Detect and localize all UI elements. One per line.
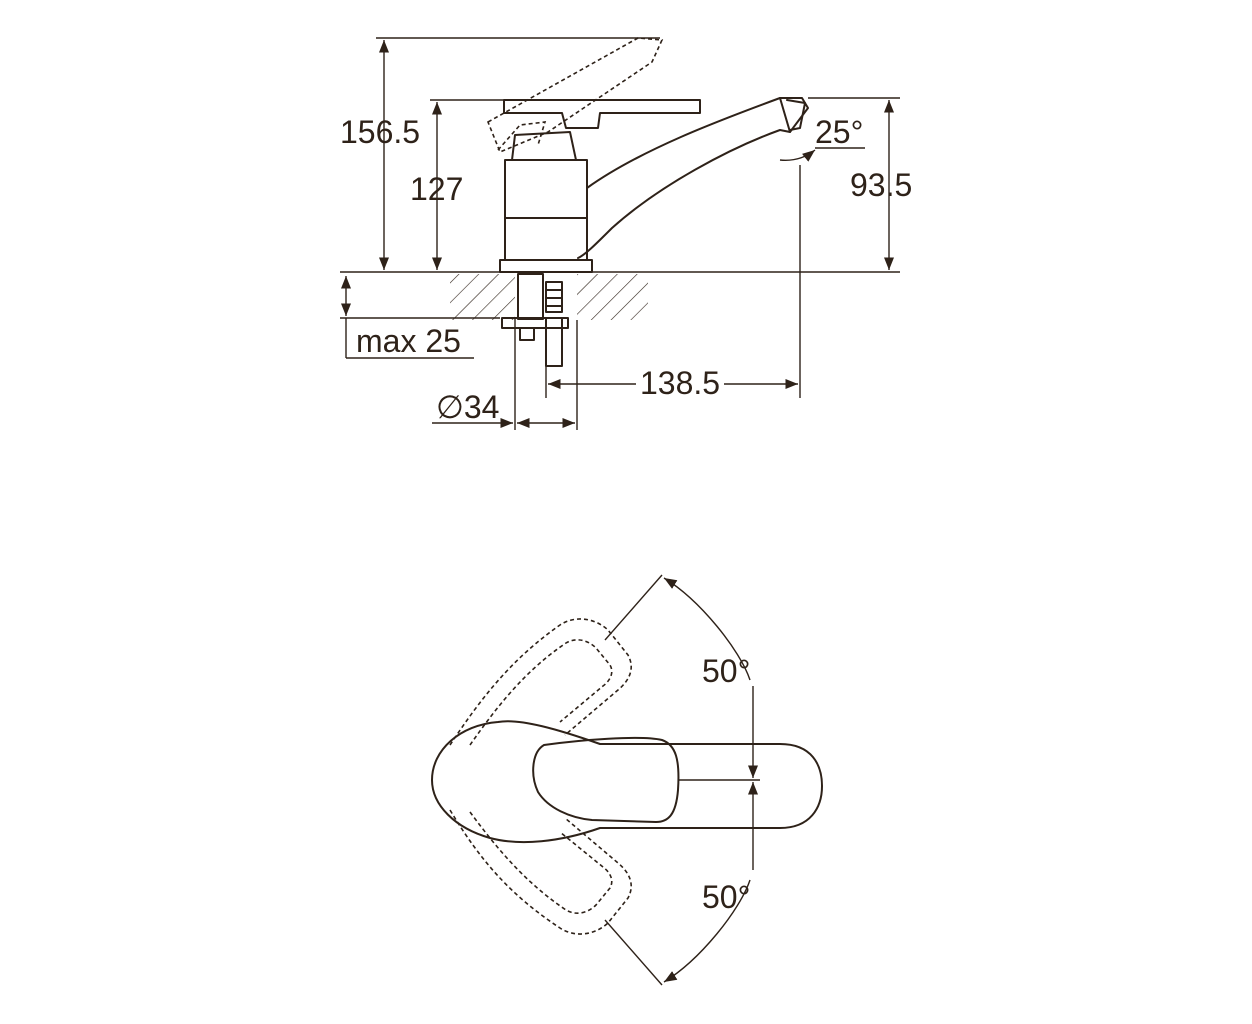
dim-diameter-label: ∅34: [436, 389, 499, 425]
angle-lower-label: 50°: [702, 879, 750, 915]
dim-max-thickness-label: max 25: [356, 323, 461, 359]
dim-total-height-label: 156.5: [340, 114, 420, 150]
dimension-lines: [340, 37, 900, 430]
angle-upper-label: 50°: [702, 653, 750, 689]
top-view: 50° 50°: [431, 574, 823, 986]
lever-rotated-down: [449, 809, 632, 935]
mounting-hardware: [501, 273, 569, 367]
lever-rotated-up: [449, 618, 632, 746]
top-body-outline: [431, 720, 823, 844]
dim-spout-height-label: 93.5: [850, 167, 912, 203]
side-view: 156.5 127 93.5 25° max 25 ∅34 138.5: [340, 37, 912, 430]
rotation-arcs: [604, 574, 751, 986]
dim-spout-reach-label: 138.5: [640, 365, 720, 401]
dim-body-height-label: 127: [410, 171, 463, 207]
dim-spout-angle-label: 25°: [815, 114, 863, 150]
countertop-section: [340, 271, 900, 320]
spout: [577, 97, 809, 259]
top-lever-outline: [532, 736, 680, 823]
faucet-body: [486, 37, 701, 273]
